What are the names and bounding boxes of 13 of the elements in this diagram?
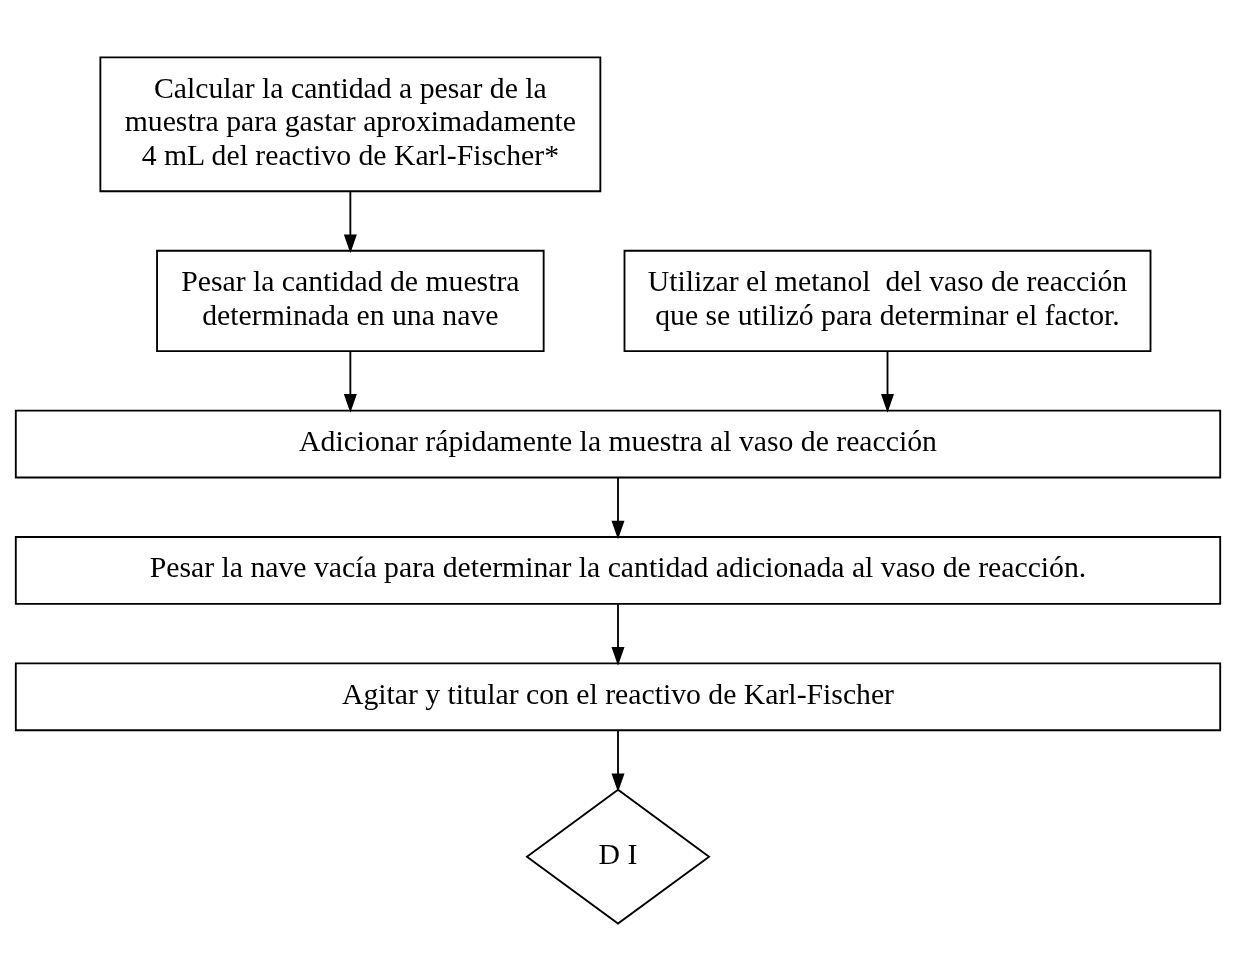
arrow [611, 602, 625, 666]
arrow [611, 729, 625, 792]
node-box: Agitar y titular con el reactivo de Karl-Fischer [14, 661, 1222, 731]
arrow [881, 350, 895, 413]
node-box: Pesar la cantidad de muestra determinada en una nave [156, 249, 545, 352]
node-box: Calcular la cantidad a pesar de la muestra para gastar aproximadamente 4 mL del reactivo de Karl-Fischer* [99, 56, 602, 192]
node-box: Adicionar rápidamente la muestra al vaso de reacción [14, 409, 1222, 478]
node-diamond: D I [525, 788, 711, 925]
arrow [343, 190, 357, 253]
node-box: Utilizar el metanol del vaso de reacción que se utilizó para determinar el factor. [623, 249, 1152, 352]
node-box: Pesar la nave vacía para determinar la cantidad adicionada al vaso de reacción. [14, 535, 1222, 605]
arrow [611, 476, 625, 539]
arrow [343, 350, 357, 413]
